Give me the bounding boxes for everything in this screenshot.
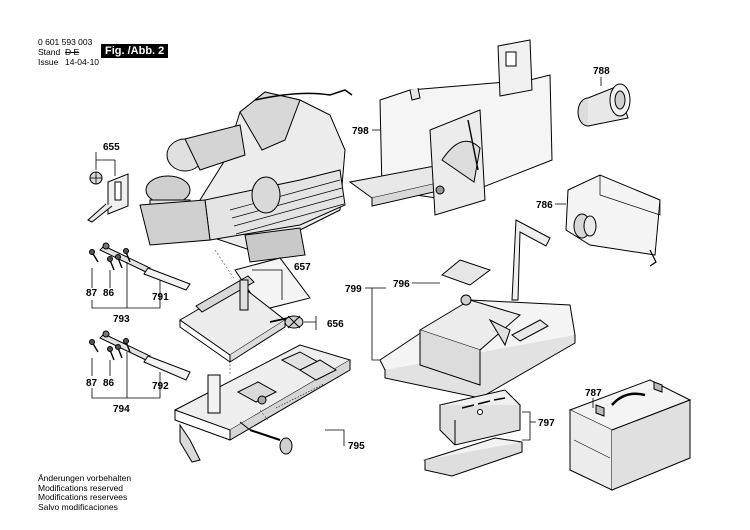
stand-label: Stand	[38, 47, 61, 57]
stand-value: D E	[65, 47, 80, 57]
callout-788[interactable]: 788	[593, 66, 610, 77]
part-793-group-illustration	[89, 242, 191, 291]
part-787-illustration	[568, 379, 692, 491]
callout-86-lower[interactable]: 86	[103, 378, 115, 389]
part-797-illustration	[423, 389, 523, 477]
part-798-illustration	[348, 39, 553, 216]
footer-line-es: Salvo modificaciones	[38, 501, 118, 512]
issue-label: Issue	[38, 57, 59, 67]
callout-787[interactable]: 787	[585, 388, 602, 399]
part-799-illustration	[379, 219, 576, 399]
part-794-group-illustration	[89, 330, 191, 381]
callout-798[interactable]: 798	[352, 126, 369, 137]
callout-795[interactable]: 795	[348, 441, 365, 452]
footer-line-fr: Modifications reservees	[38, 492, 128, 503]
disclaimer-footer: Änderungen vorbehalten Modifications res…	[38, 473, 132, 512]
callout-799[interactable]: 799	[345, 284, 362, 295]
callout-87-upper[interactable]: 87	[86, 288, 98, 299]
part-656-illustration	[269, 315, 304, 329]
callout-792[interactable]: 792	[152, 381, 169, 392]
callout-655[interactable]: 655	[103, 142, 120, 153]
callout-797[interactable]: 797	[538, 418, 555, 429]
callout-793[interactable]: 793	[113, 314, 130, 325]
callout-657[interactable]: 657	[294, 262, 311, 273]
callout-656[interactable]: 656	[327, 319, 344, 330]
callout-791[interactable]: 791	[152, 292, 169, 303]
planer-body-illustration	[139, 89, 353, 263]
part-655-illustration	[87, 171, 129, 223]
callout-786[interactable]: 786	[536, 200, 553, 211]
footer-line-de: Änderungen vorbehalten	[38, 473, 132, 483]
callout-87-lower[interactable]: 87	[86, 378, 98, 389]
part-callouts: 655 657 656 87 86 791 793 87 86 792 794 …	[86, 66, 610, 452]
part-657-illustration	[179, 257, 311, 363]
part-788-illustration	[577, 83, 631, 127]
footer-line-en: Modifications reserved	[38, 482, 124, 493]
part-786-illustration	[565, 174, 661, 267]
document-number: 0 601 593 003	[38, 37, 93, 47]
callout-794[interactable]: 794	[113, 404, 130, 415]
figure-label: Fig. /Abb. 2	[101, 44, 169, 58]
callout-86-upper[interactable]: 86	[103, 288, 115, 299]
callout-796[interactable]: 796	[393, 279, 410, 290]
part-795-illustration	[173, 344, 352, 463]
issue-value: 14-04-10	[65, 57, 100, 67]
